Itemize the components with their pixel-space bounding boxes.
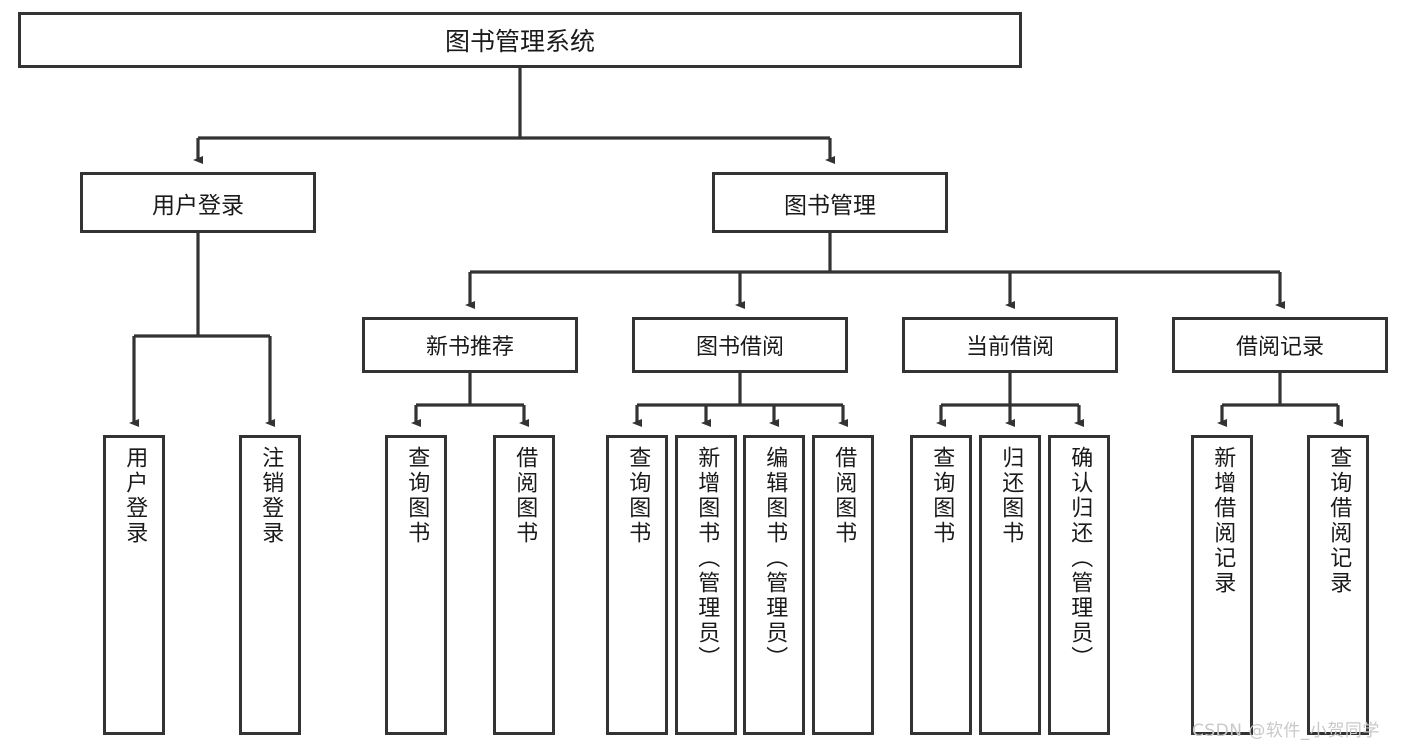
node-label: 图书管理系统	[444, 27, 595, 56]
leaf-user-login[interactable]: 用户登录	[103, 435, 165, 735]
node-label: 图书借阅	[695, 335, 784, 360]
node-label: 当前借阅	[965, 335, 1054, 360]
leaf-add-borrow-record[interactable]: 新增借阅记录	[1191, 435, 1253, 735]
node-label: 借阅图书	[831, 446, 857, 546]
leaf-borrow-book[interactable]: 借阅图书	[812, 435, 874, 735]
node-new-book-recommend[interactable]: 新书推荐	[362, 317, 578, 373]
node-user-login[interactable]: 用户登录	[80, 172, 316, 233]
node-label: 新增借阅记录	[1210, 446, 1236, 596]
node-book-borrow[interactable]: 图书借阅	[632, 317, 848, 373]
leaf-add-book-admin[interactable]: 新增图书（管理员）	[675, 435, 737, 735]
node-label: 确认归还（管理员）	[1067, 446, 1093, 671]
node-root-book-management-system[interactable]: 图书管理系统	[18, 12, 1022, 68]
node-label: 借阅记录	[1235, 335, 1324, 360]
leaf-query-book-borrow[interactable]: 查询图书	[606, 435, 668, 735]
node-label: 图书管理	[784, 192, 876, 219]
watermark: CSDN @软件_小贺同学	[1192, 721, 1380, 741]
node-label: 查询图书	[929, 446, 955, 546]
node-label: 用户登录	[122, 446, 148, 546]
node-label: 借阅图书	[512, 446, 538, 546]
node-label: 归还图书	[998, 446, 1024, 546]
node-borrow-record[interactable]: 借阅记录	[1172, 317, 1388, 373]
node-label: 查询借阅记录	[1326, 446, 1352, 596]
node-label: 编辑图书（管理员）	[762, 446, 788, 671]
leaf-query-book-current[interactable]: 查询图书	[910, 435, 972, 735]
node-label: 注销登录	[258, 446, 284, 546]
leaf-confirm-return-admin[interactable]: 确认归还（管理员）	[1048, 435, 1110, 735]
node-label: 新增图书（管理员）	[694, 446, 720, 671]
leaf-query-borrow-record[interactable]: 查询借阅记录	[1307, 435, 1369, 735]
leaf-return-book[interactable]: 归还图书	[979, 435, 1041, 735]
leaf-query-book-recommend[interactable]: 查询图书	[385, 435, 447, 735]
node-label: 查询图书	[404, 446, 430, 546]
node-label: 用户登录	[152, 192, 244, 219]
node-label: 新书推荐	[425, 335, 514, 360]
node-label: 查询图书	[625, 446, 651, 546]
node-current-borrow[interactable]: 当前借阅	[902, 317, 1118, 373]
node-book-management[interactable]: 图书管理	[712, 172, 948, 233]
leaf-borrow-book-recommend[interactable]: 借阅图书	[493, 435, 555, 735]
leaf-edit-book-admin[interactable]: 编辑图书（管理员）	[743, 435, 805, 735]
leaf-logout[interactable]: 注销登录	[239, 435, 301, 735]
